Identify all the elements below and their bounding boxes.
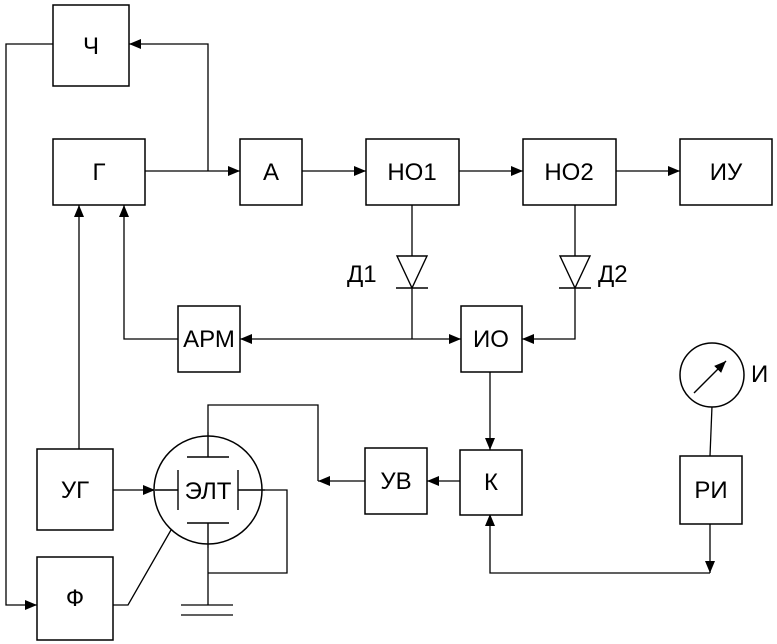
crt-label: ЭЛТ	[185, 478, 232, 505]
block-ug: УГ	[36, 448, 114, 531]
block-iu: ИУ	[679, 138, 773, 206]
block-k-label: К	[484, 469, 498, 496]
wire-d2-to-io	[522, 288, 576, 344]
diode-d1	[395, 255, 429, 290]
block-io: ИО	[460, 305, 523, 373]
meter-label: И	[751, 361, 768, 388]
block-iu-label: ИУ	[710, 159, 743, 186]
diode-d1-label: Д1	[347, 261, 377, 288]
wire-ch-to-f	[5, 43, 53, 610]
block-ri-label: РИ	[694, 477, 727, 504]
block-g-label: Г	[93, 159, 106, 186]
block-no2: НО2	[522, 138, 617, 206]
block-a-label: А	[263, 159, 279, 186]
block-g: Г	[52, 138, 146, 206]
block-k: К	[459, 449, 523, 516]
block-f: Ф	[36, 556, 114, 641]
block-ch-label: Ч	[83, 33, 99, 60]
wire-arm-to-g	[119, 205, 178, 340]
block-a: А	[239, 138, 303, 206]
wire-meter-to-ri	[709, 405, 713, 457]
block-io-label: ИО	[473, 326, 509, 353]
diode-d2	[558, 255, 592, 290]
block-no1-label: НО1	[387, 159, 436, 186]
meter-gauge-icon	[679, 342, 745, 408]
block-no2-label: НО2	[544, 159, 593, 186]
block-uv: УВ	[364, 447, 428, 515]
wire-f-to-elt	[113, 529, 172, 606]
block-arm: АРМ	[177, 305, 241, 373]
block-f-label: Ф	[66, 585, 84, 612]
wire-to-ch	[129, 39, 209, 171]
crt-elt	[153, 432, 265, 548]
block-arm-label: АРМ	[183, 326, 235, 353]
block-uv-label: УВ	[380, 468, 411, 495]
wire-elt-top-plate	[207, 404, 319, 481]
block-ri: РИ	[679, 455, 743, 525]
block-no1: НО1	[365, 138, 460, 206]
wire-bus-to-k	[485, 514, 710, 574]
wire-elt-right-plate	[208, 489, 288, 574]
block-ch: Ч	[52, 4, 130, 87]
block-ug-label: УГ	[61, 477, 89, 504]
diode-d2-label: Д2	[598, 261, 628, 288]
